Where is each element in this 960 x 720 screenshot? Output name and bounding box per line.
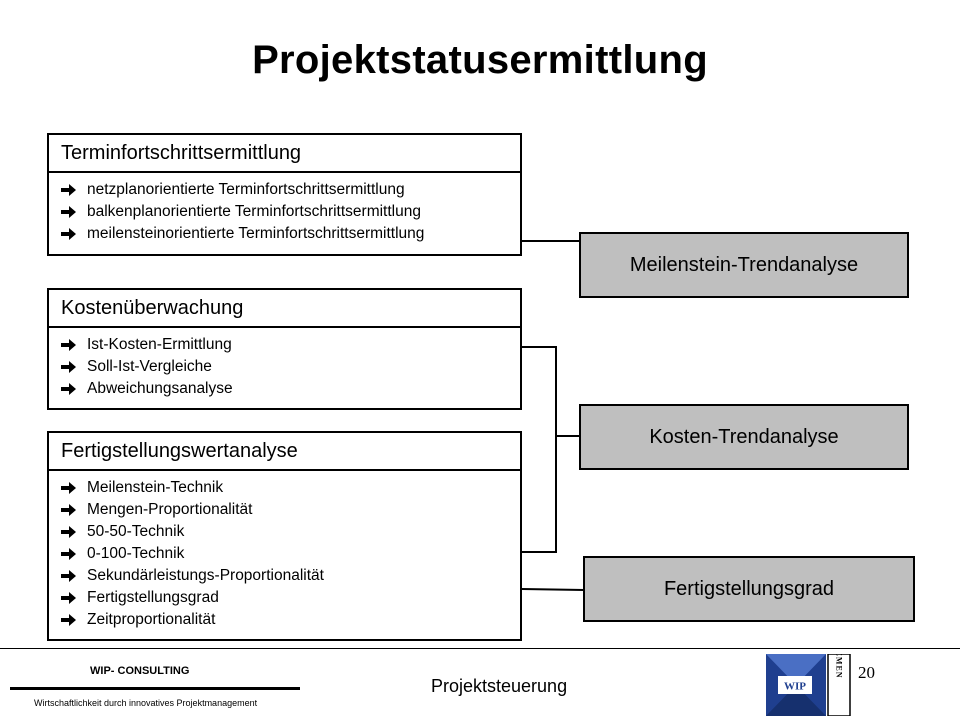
footer-brand-line [10, 687, 300, 690]
list-item-text: balkenplanorientierte Terminfortschritts… [87, 203, 421, 220]
list-item-text: Sekundärleistungs-Proportionalität [87, 567, 324, 584]
wip-bremen-logo: WIP BREMEN [766, 654, 851, 716]
arrow-right-icon [61, 613, 87, 627]
output-fertigstellungsgrad: Fertigstellungsgrad [583, 556, 915, 622]
connector-completion [521, 588, 585, 591]
box-kostenueberwachung: Kostenüberwachung Ist-Kosten-Ermittlung … [47, 288, 522, 410]
list-item: Sekundärleistungs-Proportionalität [61, 565, 520, 587]
footer-brand: WIP- CONSULTING [90, 665, 190, 677]
footer-tagline: Wirtschaftlichkeit durch innovatives Pro… [34, 698, 258, 708]
box-terminfortschritt: Terminfortschrittsermittlung netzplanori… [47, 133, 522, 256]
list-item-text: netzplanorientierte Terminfortschrittser… [87, 181, 405, 198]
list-item-text: meilensteinorientierte Terminfortschritt… [87, 225, 425, 242]
list-item-text: Soll-Ist-Vergleiche [87, 358, 212, 375]
footer-section: Projektsteuerung [431, 676, 568, 696]
arrow-right-icon [61, 547, 87, 561]
box-list: netzplanorientierte Terminfortschrittser… [49, 173, 520, 245]
list-item: 0-100-Technik [61, 543, 520, 565]
list-item: meilensteinorientierte Terminfortschritt… [61, 223, 520, 245]
box-heading: Fertigstellungswertanalyse [49, 433, 520, 471]
footer-divider [0, 648, 960, 649]
arrow-right-icon [61, 338, 87, 352]
list-item: Fertigstellungsgrad [61, 587, 520, 609]
arrow-right-icon [61, 503, 87, 517]
arrow-right-icon [61, 183, 87, 197]
arrow-right-icon [61, 525, 87, 539]
list-item: Zeitproportionalität [61, 609, 520, 631]
list-item-text: Fertigstellungsgrad [87, 589, 219, 606]
list-item: Mengen-Proportionalität [61, 499, 520, 521]
list-item-text: Meilenstein-Technik [87, 479, 224, 496]
box-heading: Terminfortschrittsermittlung [49, 135, 520, 173]
arrow-right-icon [61, 205, 87, 219]
page-number: 20 [858, 663, 875, 682]
logo-word: BREMEN [835, 654, 844, 679]
output-kosten-trendanalyse: Kosten-Trendanalyse [579, 404, 909, 470]
list-item: balkenplanorientierte Terminfortschritts… [61, 201, 520, 223]
arrow-right-icon [61, 569, 87, 583]
logo-text: WIP [784, 681, 806, 693]
output-meilenstein-trendanalyse: Meilenstein-Trendanalyse [579, 232, 909, 298]
connector-cost [522, 346, 557, 553]
arrow-right-icon [61, 481, 87, 495]
box-fertigstellungswertanalyse: Fertigstellungswertanalyse Meilenstein-T… [47, 431, 522, 641]
list-item-text: Ist-Kosten-Ermittlung [87, 336, 232, 353]
list-item-text: Abweichungsanalyse [87, 380, 233, 397]
list-item: Ist-Kosten-Ermittlung [61, 334, 520, 356]
arrow-right-icon [61, 382, 87, 396]
list-item: Meilenstein-Technik [61, 477, 520, 499]
page-title: Projektstatusermittlung [252, 38, 708, 82]
list-item-text: Zeitproportionalität [87, 611, 216, 628]
arrow-right-icon [61, 591, 87, 605]
list-item: Soll-Ist-Vergleiche [61, 356, 520, 378]
list-item: Abweichungsanalyse [61, 378, 520, 400]
list-item: 50-50-Technik [61, 521, 520, 543]
arrow-right-icon [61, 227, 87, 241]
list-item-text: Mengen-Proportionalität [87, 501, 253, 518]
list-item: netzplanorientierte Terminfortschrittser… [61, 179, 520, 201]
list-item-text: 50-50-Technik [87, 523, 185, 540]
arrow-right-icon [61, 360, 87, 374]
box-heading: Kostenüberwachung [49, 290, 520, 328]
list-item-text: 0-100-Technik [87, 545, 185, 562]
box-list: Meilenstein-Technik Mengen-Proportionali… [49, 471, 520, 631]
box-list: Ist-Kosten-Ermittlung Soll-Ist-Vergleich… [49, 328, 520, 400]
